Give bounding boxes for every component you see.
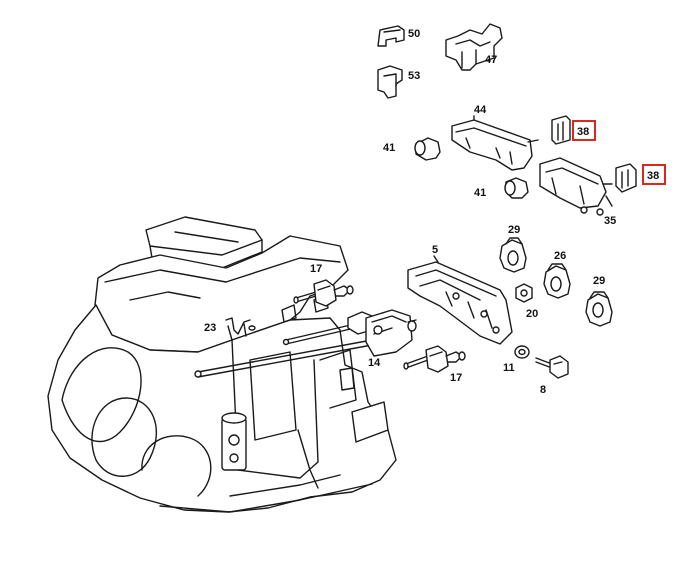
label-20: 20 [526,308,538,320]
label-35: 35 [604,215,616,227]
label-50: 50 [408,28,420,40]
label-17-lower: 17 [450,372,462,384]
label-23: 23 [204,322,216,334]
part-20-nut: 20 [515,283,538,320]
part-17-upper-sensor: 17 [293,263,354,307]
part-44-carrier: 44 [451,104,539,171]
part-14-actuator: 14 [194,309,417,378]
label-17-upper: 17 [310,263,322,275]
part-35-holder: 35 [539,157,616,227]
part-8-bolt: 8 [535,355,569,396]
part-26-mount: 26 [543,250,571,299]
label-47: 47 [485,54,497,66]
highlight-38-upper [572,120,596,141]
label-41-lower: 41 [474,187,486,199]
part-41-upper-grommet: 41 [383,137,441,161]
label-26: 26 [554,250,566,262]
label-53: 53 [408,70,420,82]
label-41-upper: 41 [383,142,395,154]
highlight-38-lower [642,164,666,185]
label-38-lower[interactable]: 38 [647,170,659,182]
part-47-bracket: 47 [445,23,503,71]
part-38-upper-cap: 38 [551,115,596,145]
part-38-lower-cap: 38 [615,163,666,193]
label-5: 5 [432,244,438,256]
part-17-lower-sensor: 17 [403,345,466,384]
part-29-left-mount: 29 [499,224,527,273]
part-50-clip: 50 [377,25,420,47]
part-5-bracket: 5 [407,244,513,345]
label-8: 8 [540,384,546,396]
label-11: 11 [503,362,515,374]
part-41-lower-grommet: 41 [474,177,529,199]
part-29-right-mount: 29 [585,275,613,327]
label-44: 44 [474,104,487,116]
part-53-clip: 53 [377,65,420,99]
part-11-washer: 11 [503,345,530,374]
label-29-left: 29 [508,224,520,236]
label-14: 14 [368,357,381,369]
label-38-upper[interactable]: 38 [577,126,589,138]
part-23-clip: 23 [204,317,256,341]
engine-block [47,216,397,513]
label-29-right: 29 [593,275,605,287]
